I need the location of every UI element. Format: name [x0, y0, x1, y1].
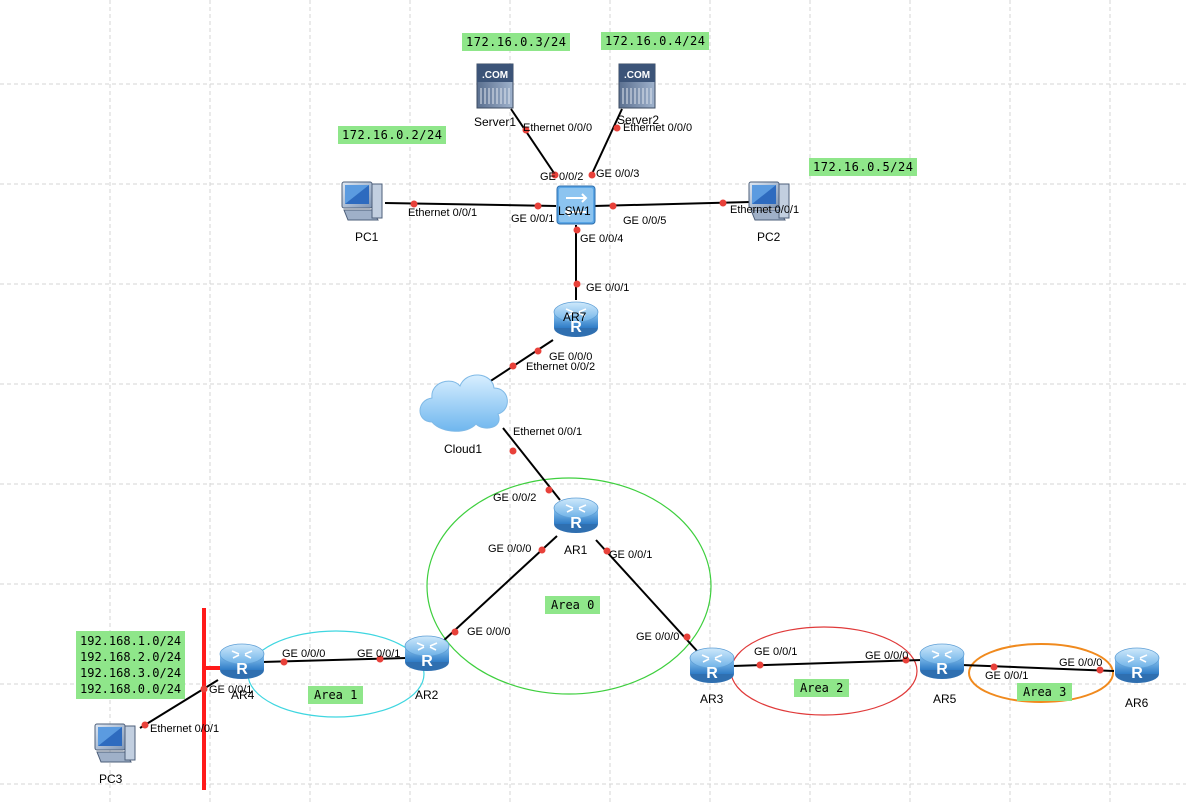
- ar4-networks: 192.168.1.0/24 192.168.2.0/24 192.168.3.…: [76, 631, 186, 699]
- ar3-router-icon[interactable]: [689, 647, 735, 684]
- port-cloud-e1: Ethernet 0/0/1: [513, 426, 582, 438]
- link-server2-lsw1: [590, 108, 623, 177]
- area0-ellipse: [426, 477, 712, 695]
- link-ar3-ar5: [732, 659, 923, 667]
- pc3-label: PC3: [99, 772, 123, 786]
- area1-label: Area 1: [308, 686, 364, 704]
- port-lsw-g2: GE 0/0/2: [540, 171, 583, 183]
- ar2-label: AR2: [415, 688, 439, 702]
- server1-icon[interactable]: [476, 63, 514, 109]
- port-ar3-g0: GE 0/0/0: [636, 631, 679, 643]
- link-ar7-cloud1: [485, 339, 554, 385]
- link-server1-lsw1: [510, 108, 557, 177]
- port-lsw-g1: GE 0/0/1: [511, 213, 554, 225]
- port-ar5-g1: GE 0/0/1: [985, 670, 1028, 682]
- ar4-net-4: 192.168.0.0/24: [80, 682, 182, 696]
- cloud1-icon[interactable]: [419, 374, 508, 432]
- server2-icon[interactable]: [618, 63, 656, 109]
- ip-pc2: 172.16.0.5/24: [809, 158, 918, 176]
- ar3-label: AR3: [700, 692, 724, 706]
- port-server2: Ethernet 0/0/0: [623, 122, 692, 134]
- port-cloud-e2: Ethernet 0/0/2: [526, 361, 595, 373]
- ar4-net-3: 192.168.3.0/24: [80, 666, 182, 680]
- pc2-label: PC2: [757, 230, 781, 244]
- port-ar3-g1: GE 0/0/1: [754, 646, 797, 658]
- port-ar4-g1: GE 0/0/1: [209, 684, 252, 696]
- ar7-label: AR7: [563, 310, 587, 324]
- ip-server2: 172.16.0.4/24: [601, 32, 710, 50]
- port-ar2-g1: GE 0/0/1: [357, 648, 400, 660]
- ar5-router-icon[interactable]: [919, 643, 965, 680]
- port-ar7-g1: GE 0/0/1: [586, 282, 629, 294]
- ar1-router-icon[interactable]: [553, 497, 599, 534]
- area2-ellipse: [730, 626, 918, 716]
- area1-ellipse: [247, 630, 425, 718]
- ar4-label: AR4: [231, 688, 255, 702]
- ar4-net-1: 192.168.1.0/24: [80, 634, 182, 648]
- port-dots: [141, 124, 1104, 729]
- link-ar5-ar6: [961, 664, 1115, 672]
- ip-pc1: 172.16.0.2/24: [338, 126, 447, 144]
- port-pc1: Ethernet 0/0/1: [408, 207, 477, 219]
- links: [139, 108, 1115, 790]
- port-lsw-g4: GE 0/0/4: [580, 233, 623, 245]
- pc1-icon[interactable]: [341, 181, 383, 221]
- port-pc3: Ethernet 0/0/1: [150, 723, 219, 735]
- ar4-router-icon[interactable]: [219, 643, 265, 680]
- port-ar1-g1: GE 0/0/1: [609, 549, 652, 561]
- ar2-router-icon[interactable]: [404, 635, 450, 672]
- port-ar1-g2: GE 0/0/2: [493, 492, 536, 504]
- ar5-label: AR5: [933, 692, 957, 706]
- port-pc2: Ethernet 0/0/1: [730, 204, 799, 216]
- pc3-icon[interactable]: [94, 723, 136, 763]
- port-ar5-g0: GE 0/0/0: [865, 650, 908, 662]
- lsw1-label: LSW1: [558, 204, 591, 218]
- area2-label: Area 2: [794, 679, 850, 697]
- port-ar1-g0: GE 0/0/0: [488, 543, 531, 555]
- port-ar7-g0: GE 0/0/0: [549, 351, 592, 363]
- pc1-label: PC1: [355, 230, 379, 244]
- port-server1: Ethernet 0/0/0: [523, 122, 592, 134]
- ar6-router-icon[interactable]: [1114, 647, 1160, 684]
- port-lsw-g3: GE 0/0/3: [596, 168, 639, 180]
- server1-label: Server1: [474, 115, 516, 129]
- port-ar4-g0: GE 0/0/0: [282, 648, 325, 660]
- link-lsw1-pc2: [593, 201, 751, 207]
- port-lsw-g5: GE 0/0/5: [623, 215, 666, 227]
- ip-server1: 172.16.0.3/24: [462, 33, 571, 51]
- port-ar6-g0: GE 0/0/0: [1059, 657, 1102, 669]
- ar6-label: AR6: [1125, 696, 1149, 710]
- area3-ellipse: [968, 643, 1114, 703]
- server2-label: Server2: [617, 113, 659, 127]
- port-ar2-g0-up: GE 0/0/0: [467, 626, 510, 638]
- lsw1-switch-icon[interactable]: [556, 185, 596, 225]
- ar4-net-2: 192.168.2.0/24: [80, 650, 182, 664]
- area0-label: Area 0: [545, 596, 601, 614]
- link-ar1-ar2: [441, 535, 558, 643]
- link-ar1-ar3: [595, 539, 699, 653]
- ar1-label: AR1: [564, 543, 588, 557]
- cloud1-label: Cloud1: [444, 442, 482, 456]
- area3-label: Area 3: [1017, 683, 1073, 701]
